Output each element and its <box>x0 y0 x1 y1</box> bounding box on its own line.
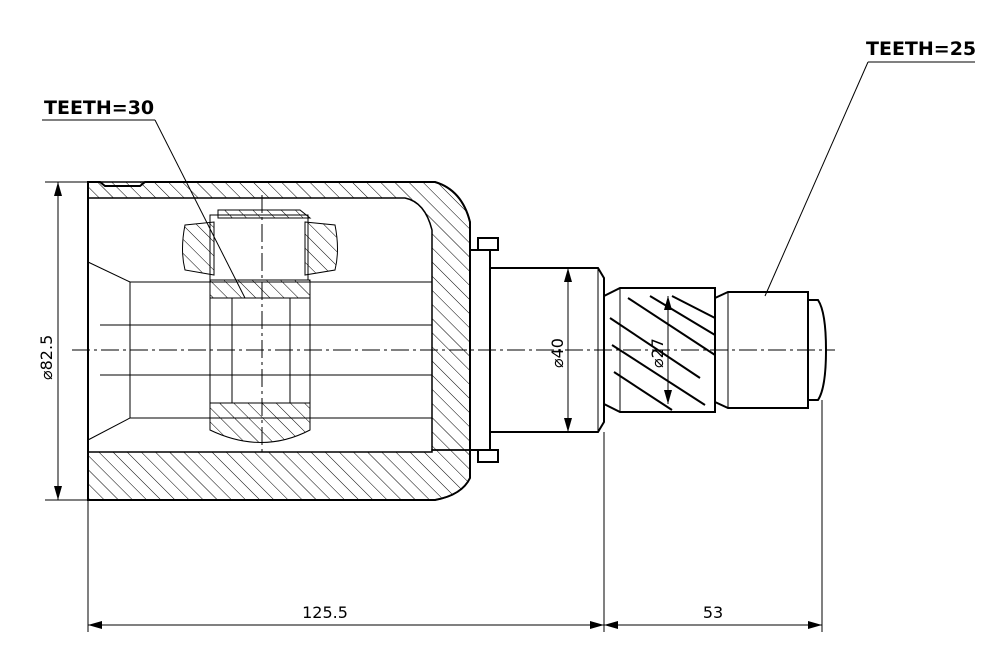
spline-diameter-label: ⌀27 <box>648 338 667 368</box>
tripod-spider <box>182 209 338 443</box>
dimension-lines <box>45 181 823 632</box>
housing-diameter-label: ⌀82.5 <box>37 335 56 380</box>
housing-body <box>87 181 471 501</box>
teeth-leaders <box>42 61 975 299</box>
spline-teeth <box>609 295 716 411</box>
stem-length-label: 53 <box>703 603 723 622</box>
teeth-inner-label: TEETH=30 <box>44 97 154 119</box>
shaft-diameter-label: ⌀40 <box>548 338 567 368</box>
teeth-outer-label: TEETH=25 <box>866 38 976 60</box>
housing-length-label: 125.5 <box>302 603 348 622</box>
